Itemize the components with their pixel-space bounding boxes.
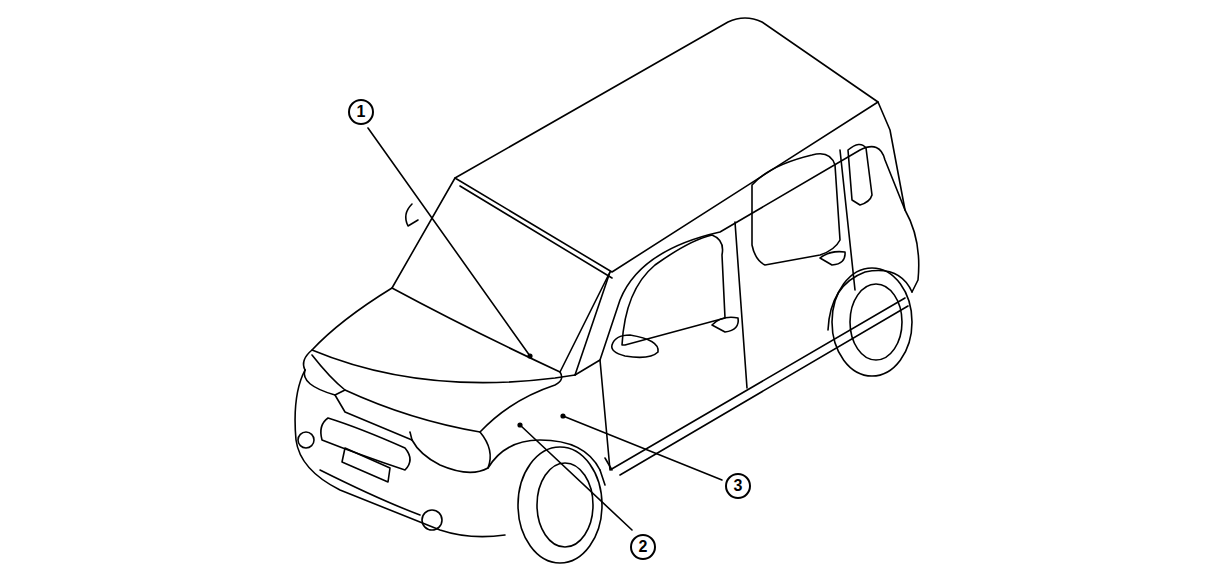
callout-number: 1 bbox=[348, 99, 374, 125]
callout-number: 3 bbox=[725, 473, 751, 499]
callout-number: 2 bbox=[630, 534, 656, 560]
